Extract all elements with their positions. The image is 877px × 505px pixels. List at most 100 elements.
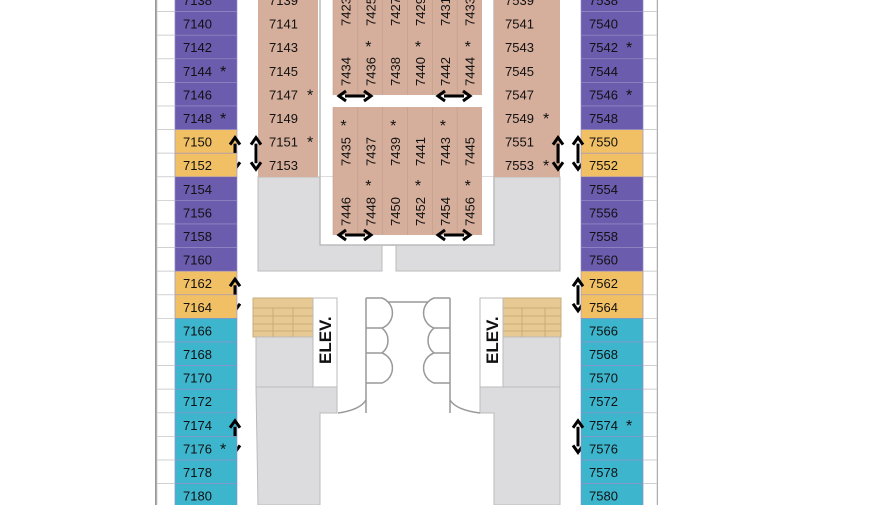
asterisk-mark: * [307,87,313,104]
cabin-number: 7139 [269,0,298,8]
cabin-number: 7572 [589,394,618,409]
cabin-number: 7548 [589,111,618,126]
balcony [642,270,658,296]
balcony [642,317,658,343]
cabin-number: 7174 [183,418,212,433]
asterisk-mark: * [543,111,549,128]
cabin-block [494,0,560,177]
double-arrow-icon [551,135,565,172]
double-arrow-icon [336,228,374,242]
cabin-number: 7436 [363,57,378,86]
balcony [642,105,658,131]
service-area-lower-left [255,386,338,505]
cabin-number: 7425 [363,0,378,26]
balcony [642,199,658,225]
cabin-number: 7160 [183,253,212,268]
cabin-number: 7142 [183,40,212,55]
balcony [156,223,176,249]
cabin-number: 7568 [589,347,618,362]
balcony [642,388,658,414]
cabin-number: 7553 [505,158,534,173]
cabin-number: 7549 [505,111,534,126]
balcony [156,270,176,296]
asterisk-mark: * [465,39,471,56]
cabin-number: 7546 [589,87,618,102]
cabin-number: 7558 [589,229,618,244]
balcony [642,34,658,60]
cabin-number: 7550 [589,135,618,150]
asterisk-mark: * [415,39,421,56]
cabin-number: 7158 [183,229,212,244]
cabin-number: 7140 [183,17,212,32]
cabin-number: 7543 [505,40,534,55]
elevator-left-label: ELEV. [316,316,335,364]
cabin-number: 7541 [505,17,534,32]
balcony [642,341,658,367]
cabin-number: 7164 [183,300,212,315]
balcony [156,459,176,485]
cabin-number: 7180 [183,489,212,504]
balcony [642,365,658,390]
cabin-number: 7176 [183,441,212,456]
cabin-number: 7556 [589,205,618,220]
cabin-number: 7144 [183,64,212,79]
cabin-number: 7154 [183,182,212,197]
balcony [156,11,176,36]
cabin-number: 7431 [438,0,453,26]
balcony [156,294,176,319]
asterisk-mark: * [220,441,226,458]
balcony [156,412,176,437]
asterisk-mark: * [365,178,371,195]
cabin-number: 7564 [589,300,618,315]
cabin-number: 7433 [463,0,478,26]
balcony [156,247,176,272]
cabin-number: 7172 [183,394,212,409]
balcony [156,365,176,390]
cabin-number: 7439 [388,137,403,166]
cabin-number: 7545 [505,64,534,79]
balcony [156,152,176,178]
elevator-bank-center [337,297,481,414]
asterisk-mark: * [415,178,421,195]
asterisk-mark: * [365,39,371,56]
balcony [642,0,658,13]
cabin-number: 7444 [463,57,478,86]
cabin-number: 7452 [413,197,428,226]
cabin-number: 7540 [589,17,618,32]
balcony [642,459,658,485]
cabin-number: 7442 [438,57,453,86]
cabin-number: 7156 [183,205,212,220]
balcony [642,483,658,505]
cabin-number: 7146 [183,87,212,102]
cabin-number: 7149 [269,111,298,126]
balcony [642,223,658,249]
cabin-number: 7576 [589,441,618,456]
cabin-number: 7551 [505,135,534,150]
balcony [642,129,658,154]
cabin-number: 7538 [589,0,618,8]
double-arrow-icon [249,135,263,172]
cabin-number: 7454 [438,197,453,226]
cabin-number: 7178 [183,465,212,480]
cabin-number: 7448 [363,197,378,226]
cabin-7180[interactable] [174,483,238,505]
balcony [642,82,658,107]
cabin-number: 7138 [183,0,212,8]
asterisk-mark: * [220,64,226,81]
double-arrow-icon [435,228,473,242]
balcony [156,199,176,225]
cabin-number: 7560 [589,253,618,268]
cabin-number: 7145 [269,64,298,79]
balcony [642,11,658,36]
cabin-number: 7152 [183,158,212,173]
balcony [156,388,176,414]
cabin-number: 7434 [338,57,353,86]
cabin-number: 7570 [589,371,618,386]
balcony [156,34,176,60]
cabin-number: 7143 [269,40,298,55]
cabin-number: 7168 [183,347,212,362]
cabin-7580[interactable] [580,483,644,505]
asterisk-mark: * [307,135,313,152]
asterisk-mark: * [440,118,446,135]
